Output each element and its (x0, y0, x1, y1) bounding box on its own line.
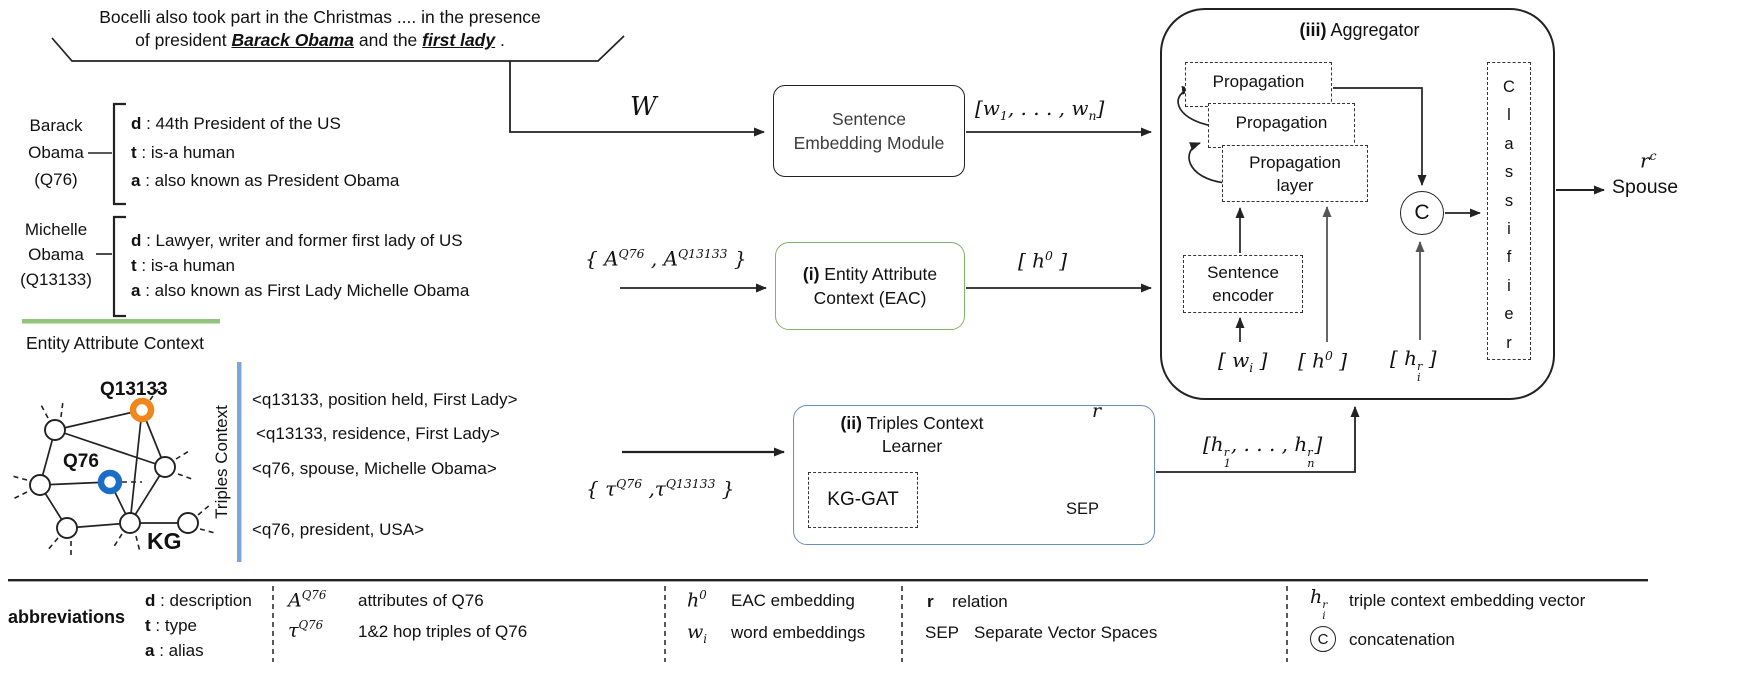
legend-desc-r: relation (952, 592, 1008, 611)
legend-desc-concat: concatenation (1349, 630, 1455, 649)
tcl-title: (ii) Triples Context Learner (840, 413, 984, 456)
legend-desc-hir: triple context embedding vector (1349, 591, 1586, 610)
attr-row: d : 44th President of the US (131, 114, 341, 133)
triples-context-label: Triples Context (212, 405, 231, 519)
triple-item: <q76, president, USA> (252, 520, 425, 539)
relation-r-label: r (1092, 400, 1102, 422)
arrow-sentence-to-sem (509, 61, 765, 137)
kg-label-q13133: Q13133 (100, 379, 168, 400)
sentence-line2-middle: and the (354, 30, 423, 50)
legend-sym-A: AQ76 (288, 588, 327, 612)
sentence-embedding-module: Sentence Embedding Module (773, 85, 965, 177)
eac-module: (i) Entity Attribute Context (EAC) (775, 242, 965, 330)
aggregator-title: (iii) Aggregator (1299, 20, 1420, 40)
propagation-box-1: Propagation (1185, 62, 1332, 107)
legend-title: abbreviations (8, 607, 126, 627)
attr-row: a : also known as President Obama (131, 171, 400, 190)
attr-row: a : also known as First Lady Michelle Ob… (131, 281, 470, 300)
rc-output-label: rc (1640, 148, 1657, 173)
h0-output-label: [ h0 ] (1018, 248, 1068, 273)
legend-row: d : description (145, 591, 252, 610)
entity-attrs-michelle: d : Lawyer, writer and former first lady… (131, 228, 469, 303)
kg-gat-box: KG-GAT (808, 472, 918, 528)
legend-sym-r: r (927, 592, 934, 611)
spouse-output-label: Spouse (1612, 176, 1679, 198)
green-underline (22, 319, 220, 324)
attr-set-label: { AQ76 , AQ13133 } (585, 246, 747, 271)
legend-dta: d : description t : type a : alias (145, 588, 252, 663)
legend-sym-h0: h0 (687, 588, 707, 612)
legend-sym-tau: τQ76 (288, 618, 324, 642)
legend-row: a : alias (145, 641, 204, 660)
attr-row: d : Lawyer, writer and former first lady… (131, 231, 463, 250)
bracket-barack (112, 102, 126, 206)
legend-row: t : type (145, 616, 197, 635)
legend-sym-concat: C (1310, 626, 1336, 652)
triples-context-bar (237, 362, 242, 562)
propagation-box-2: Propagation (1208, 103, 1355, 148)
legend-dividers (272, 586, 1288, 662)
w-set-label: W (630, 92, 657, 122)
aggregator-module: (iii) Aggregator (1160, 8, 1555, 400)
triple-item: <q13133, residence, First Lady> (256, 424, 500, 443)
legend-desc-tau: 1&2 hop triples of Q76 (358, 622, 528, 641)
sentence-encoder-box: Sentence encoder (1183, 255, 1303, 313)
arrow-tcl-to-agg (1156, 406, 1360, 473)
legend-top-rule (8, 579, 1648, 582)
word-seq-label: [w1, . . . , wn] (975, 96, 1105, 123)
sentence-entity-firstlady: first lady (422, 30, 496, 50)
kg-node-q13133 (129, 397, 155, 423)
tau-set-label: { τQ76 ,τQ13133 } (586, 476, 735, 501)
concatenation-node: C (1400, 191, 1444, 235)
triples-context-learner-module: (ii) Triples Context Learner KG-GAT SEP … (793, 400, 1155, 545)
entity-name-barack: Barack Obama (Q76) (28, 116, 84, 189)
sentence-line2: of president Barack Obama and the first … (40, 30, 600, 51)
kg-dashed-rays (11, 388, 216, 557)
attr-row: t : is-a human (131, 142, 235, 162)
sentence-line2-prefix: of president (135, 30, 232, 50)
kg-label: KG (147, 528, 182, 554)
sentence-line2-suffix: . (495, 30, 505, 50)
wi-input-label: [ wi ] (1218, 348, 1268, 375)
entity-name-michelle: Michelle Obama (Q13133) (20, 220, 92, 289)
attr-row: t : is-a human (131, 256, 235, 275)
sentence-bubble-outline (51, 35, 625, 62)
kg-label-q76: Q76 (63, 451, 99, 472)
legend-desc-wi: word embeddings (731, 623, 866, 642)
triple-item: <q13133, position held, First Lady> (252, 390, 518, 409)
legend-desc-A: attributes of Q76 (358, 591, 484, 610)
legend-sym-wi: wi (687, 621, 708, 646)
h0-input-label: [ h0 ] (1298, 348, 1348, 373)
legend-desc-h0: EAC embedding (731, 591, 855, 610)
triple-item: <q76, spouse, Michelle Obama> (252, 459, 497, 478)
aggregator-connectors (1177, 85, 1481, 342)
entity-attrs-barack: d : 44th President of the US t : is-a hu… (131, 110, 399, 196)
sentence-entity-barack: Barack Obama (231, 30, 355, 50)
sep-label: SEP (1066, 500, 1100, 518)
kg-node-q76 (97, 469, 123, 495)
sentence-line1: Bocelli also took part in the Christmas … (99, 7, 541, 27)
bracket-michelle (112, 215, 126, 318)
kg-graph (11, 388, 216, 557)
legend-sym-sep: SEP (925, 623, 960, 642)
propagation-layer-box: Propagation layer (1222, 145, 1368, 202)
eac-underline-label: Entity Attribute Context (26, 333, 205, 353)
legend-desc-sep: Separate Vector Spaces (974, 623, 1158, 642)
